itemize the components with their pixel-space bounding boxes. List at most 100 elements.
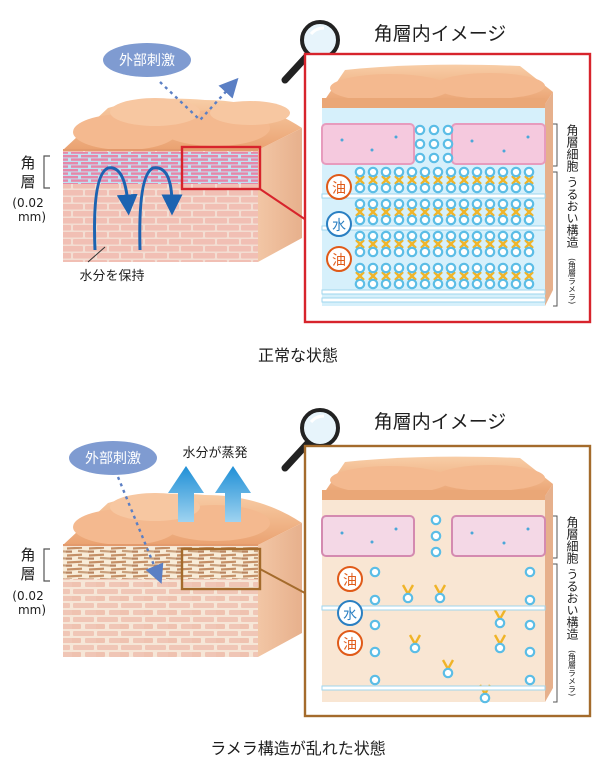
lipid-head bbox=[419, 262, 431, 274]
lipid-head bbox=[380, 182, 392, 194]
lipid-tail bbox=[524, 271, 534, 281]
lipid-head bbox=[393, 262, 405, 274]
lipid-head bbox=[393, 230, 405, 242]
bottom-external-stimulus-label: 外部刺激 bbox=[85, 450, 141, 467]
lipid-head bbox=[393, 182, 405, 194]
lipid-head bbox=[510, 182, 522, 194]
lipid-head bbox=[471, 262, 483, 274]
top-caption: 正常な状態 bbox=[258, 346, 338, 365]
lipid-head bbox=[524, 619, 536, 631]
top-corneocyte-bracket bbox=[553, 123, 558, 167]
lipid-head bbox=[380, 214, 392, 226]
lipid-head bbox=[471, 246, 483, 258]
lipid-head bbox=[393, 246, 405, 258]
lipid-head bbox=[434, 592, 446, 604]
lipid-head bbox=[497, 198, 509, 210]
lipid-tail bbox=[433, 207, 443, 217]
bottom-stratum-bracket bbox=[43, 548, 50, 582]
lipid-tail bbox=[355, 207, 365, 217]
lipid-head bbox=[369, 646, 381, 658]
bottom-thickness-label: (0.02 bbox=[12, 589, 43, 603]
lipid-head bbox=[369, 619, 381, 631]
lipid-head bbox=[432, 246, 444, 258]
top-stratum-bracket bbox=[43, 155, 50, 189]
water-layer bbox=[321, 225, 546, 231]
lipid-tail bbox=[511, 239, 521, 249]
lipid-head bbox=[458, 230, 470, 242]
top-keep-moisture-label: 水分を保持 bbox=[79, 269, 144, 284]
lipid-head bbox=[419, 230, 431, 242]
lipid-head bbox=[445, 262, 457, 274]
lipid-head bbox=[458, 182, 470, 194]
lipid-tail bbox=[485, 175, 495, 185]
lipid-head bbox=[442, 138, 454, 150]
bottom-moisture-bracket bbox=[553, 563, 558, 703]
bottom-oil-badge-1: 油 bbox=[337, 566, 363, 592]
bottom-moisture-structure-label: うるおい構造 bbox=[565, 568, 579, 640]
top-zoom-title: 角層内イメージ bbox=[374, 23, 507, 45]
lipid-head bbox=[428, 152, 440, 164]
lipid-head bbox=[523, 230, 535, 242]
bottom-external-stimulus-badge: 外部刺激 bbox=[69, 441, 157, 475]
lipid-head bbox=[458, 214, 470, 226]
lipid-head bbox=[393, 166, 405, 178]
bottom-corneocyte-right bbox=[451, 515, 546, 557]
lipid-head bbox=[523, 278, 535, 290]
lipid-tail bbox=[472, 239, 482, 249]
lipid-head bbox=[428, 124, 440, 136]
bottom-lamella-label: (角層ラメラ) bbox=[568, 650, 577, 696]
lipid-head bbox=[367, 182, 379, 194]
bottom-stratum-char1: 角 bbox=[20, 546, 35, 564]
bottom-corneocyte-dots bbox=[340, 527, 530, 545]
lipid-head bbox=[510, 198, 522, 210]
lipid-tail bbox=[459, 175, 469, 185]
lipid-head bbox=[406, 246, 418, 258]
lipid-tail bbox=[498, 175, 508, 185]
bottom-water-badge: 水 bbox=[337, 600, 363, 626]
top-external-stimulus-label: 外部刺激 bbox=[119, 52, 175, 69]
top-stratum-char2: 層 bbox=[20, 173, 35, 191]
lipid-head bbox=[494, 617, 506, 629]
top-moisture-arrows bbox=[93, 166, 183, 251]
lipid-tail bbox=[394, 239, 404, 249]
lipid-tail bbox=[407, 207, 417, 217]
bottom-corneocyte-left bbox=[321, 515, 415, 557]
lipid-head bbox=[442, 152, 454, 164]
top-moisture-bracket bbox=[553, 171, 558, 307]
top-unit-label: mm) bbox=[18, 210, 46, 224]
bottom-stratum-layer bbox=[63, 547, 258, 579]
lipid-tail bbox=[355, 239, 365, 249]
lipid-head bbox=[428, 138, 440, 150]
bottom-stratum-char2: 層 bbox=[20, 565, 35, 583]
bottom-corneocyte-label: 角層細胞 bbox=[565, 516, 579, 565]
bottom-oil-label-2: 油 bbox=[343, 637, 357, 653]
lipid-head bbox=[354, 182, 366, 194]
lipid-tail bbox=[459, 271, 469, 281]
lipid-head bbox=[432, 278, 444, 290]
top-corneocyte-right bbox=[451, 123, 546, 165]
lipid-tail bbox=[407, 175, 417, 185]
lipid-head bbox=[479, 692, 491, 704]
lipid-head bbox=[354, 262, 366, 274]
lipid-tail bbox=[381, 207, 391, 217]
bottom-evaporation-label: 水分が蒸発 bbox=[182, 446, 247, 461]
top-moisture-pointer bbox=[87, 246, 106, 263]
lipid-head bbox=[354, 278, 366, 290]
top-highlight-box bbox=[180, 145, 262, 191]
lipid-head bbox=[419, 198, 431, 210]
lipid-head bbox=[406, 230, 418, 242]
lipid-tail bbox=[446, 207, 456, 217]
lipid-head bbox=[497, 246, 509, 258]
lipid-head bbox=[510, 278, 522, 290]
lipid-head bbox=[445, 198, 457, 210]
bottom-unit-label: mm) bbox=[18, 603, 46, 617]
lipid-head bbox=[484, 230, 496, 242]
lipid-tail bbox=[472, 207, 482, 217]
lipid-tail bbox=[420, 239, 430, 249]
lipid-head bbox=[445, 278, 457, 290]
lipid-tail bbox=[381, 175, 391, 185]
top-thickness-label: (0.02 bbox=[12, 196, 43, 210]
lipid-head bbox=[414, 138, 426, 150]
lipid-head bbox=[484, 278, 496, 290]
